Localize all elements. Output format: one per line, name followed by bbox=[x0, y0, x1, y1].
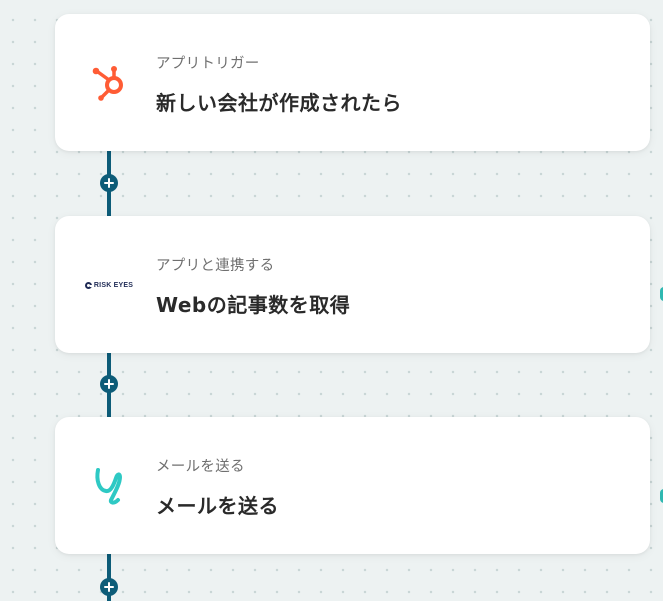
flow-step-card-mail[interactable]: メールを送る メールを送る bbox=[55, 417, 650, 554]
flow-step-card-trigger[interactable]: アプリトリガー 新しい会社が作成されたら bbox=[55, 14, 650, 151]
riskeyes-logo: RISK EYES bbox=[84, 261, 134, 309]
step-type-label: アプリトリガー bbox=[156, 56, 260, 72]
offscreen-node-handle bbox=[660, 287, 663, 301]
add-step-button[interactable] bbox=[100, 174, 118, 192]
offscreen-node-handle bbox=[660, 489, 663, 503]
flow-step-card-app[interactable]: RISK EYES アプリと連携する Webの記事数を取得 bbox=[55, 216, 650, 353]
step-title: Webの記事数を取得 bbox=[156, 293, 351, 317]
riskeyes-logo-text: RISK EYES bbox=[93, 281, 134, 289]
step-title: メールを送る bbox=[156, 494, 279, 518]
riskeyes-mark-icon bbox=[84, 281, 92, 289]
add-step-button[interactable] bbox=[100, 578, 118, 596]
hubspot-icon bbox=[85, 59, 133, 107]
step-type-label: アプリと連携する bbox=[156, 258, 275, 274]
step-title: 新しい会社が作成されたら bbox=[156, 91, 402, 115]
add-step-button[interactable] bbox=[100, 375, 118, 393]
flow-connector-line bbox=[107, 549, 111, 601]
step-type-label: メールを送る bbox=[156, 459, 245, 475]
mail-cursive-icon bbox=[85, 462, 133, 510]
